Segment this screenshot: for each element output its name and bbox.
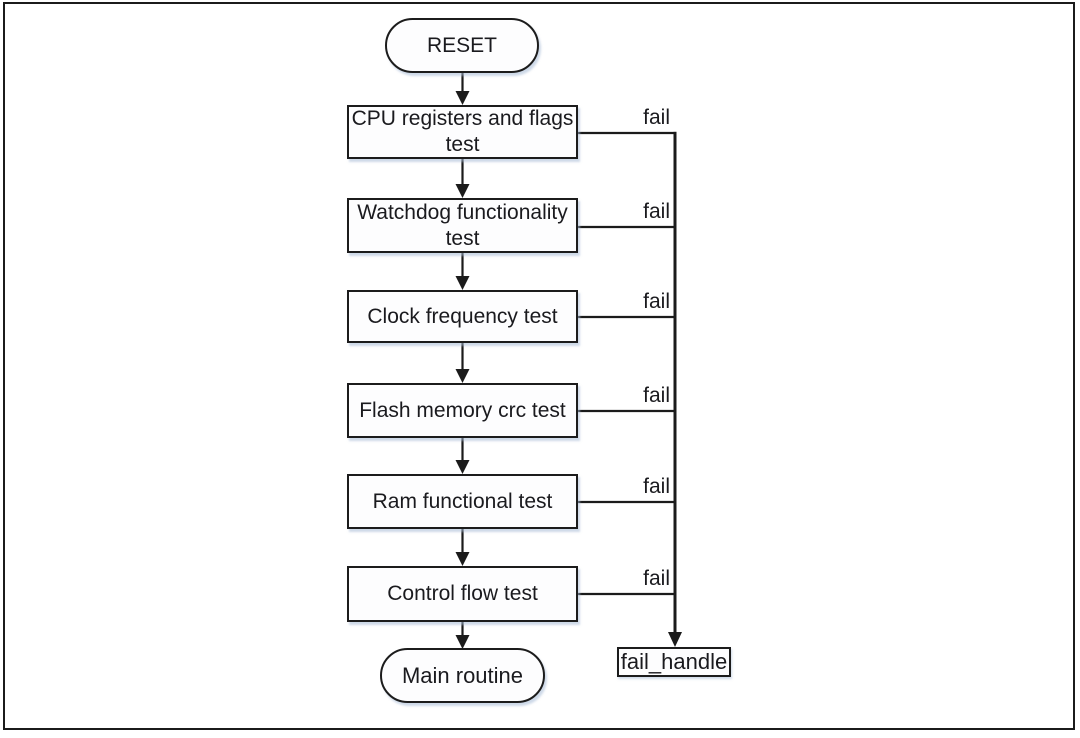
node-flash-memory-crc-test: Flash memory crc test [347,383,578,438]
fail-label-cpu: fail [643,106,670,129]
node-clock-frequency-test: Clock frequency test [347,290,578,343]
fail-label-control: fail [643,567,670,590]
node-cpu-registers-test: CPU registers and flags test [347,105,578,159]
node-fail-handle: fail_handle [617,647,731,677]
fail-label-watchdog: fail [643,200,670,223]
node-fail-handle-label: fail_handle [620,649,728,674]
node-flash-memory-crc-test-label: Flash memory crc test [359,398,566,422]
node-main-routine: Main routine [380,648,545,703]
node-cpu-registers-test-label: CPU registers and flags test [351,107,574,156]
fail-label-ram: fail [643,475,670,498]
flow-arrowheads [455,91,682,649]
node-reset-label: RESET [426,33,497,57]
fail-branch-lines [578,131,677,596]
arrow-control-to-main-head [455,635,470,649]
arrow-failbus-to-failhandle-head [668,632,682,647]
node-clock-frequency-test-label: Clock frequency test [367,304,558,328]
arrow-cpu-to-watchdog-head [455,184,470,198]
node-control-flow-test: Control flow test [347,566,578,622]
arrow-reset-to-cpu-head [455,91,470,105]
fail-label-clock: fail [643,290,670,313]
node-control-flow-test-label: Control flow test [387,582,538,605]
arrow-clock-to-flash-head [455,369,470,383]
arrow-flash-to-ram-head [455,460,470,474]
diagram-border [3,2,1075,730]
node-main-routine-label: Main routine [401,662,524,688]
arrow-ram-to-control-head [455,552,470,566]
node-watchdog-test: Watchdog functionality test [347,198,578,253]
node-ram-functional-test-label: Ram functional test [372,489,553,513]
arrow-watchdog-to-clock-head [455,276,470,290]
node-reset: RESET [385,18,539,73]
node-watchdog-test-label: Watchdog functionality test [357,200,568,250]
fail-label-flash: fail [643,384,670,407]
node-ram-functional-test: Ram functional test [347,474,578,529]
